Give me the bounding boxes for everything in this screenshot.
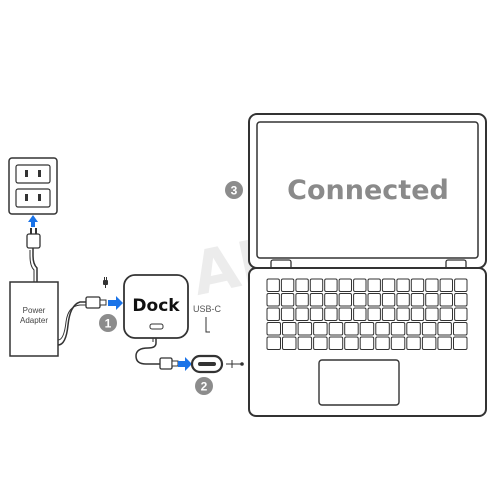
keyboard-key [280,293,295,307]
keyboard-key [396,278,410,292]
power-cable [57,296,107,346]
keyboard-key [295,307,309,321]
step-number-3: 3 [231,184,238,198]
keyboard-key [367,278,381,292]
keyboard-key [338,278,353,292]
laptop-icon [248,113,487,417]
keyboard-key [425,278,439,292]
keyboard-key [266,293,280,307]
keyboard-key [367,307,381,321]
keyboard-key [410,307,425,321]
keyboard-key [344,336,359,350]
keyboard-key [375,336,390,350]
keyboard-key [359,336,375,350]
keyboard-key [454,278,468,292]
keyboard-key [280,307,295,321]
keyboard-key [421,336,437,350]
power-adapter-label-line1: Power [23,306,46,315]
keyboard-key [437,322,452,336]
keyboard-key [353,293,367,307]
keyboard-key [324,293,338,307]
trackpad [318,359,400,406]
keyboard-key [396,307,410,321]
step-badge-1: 1 [99,314,117,332]
keyboard-key [425,307,439,321]
keyboard-key [295,278,309,292]
usb-c-label: USB-C [193,304,222,314]
keyboard-key [406,336,421,350]
dock-cable [135,338,179,370]
keyboard-key [353,278,367,292]
step-number-2: 2 [201,380,208,394]
keyboard-key [359,322,375,336]
keyboard-key [390,322,406,336]
keyboard-key [309,307,324,321]
keyboard-key [313,336,328,350]
keyboard-key [338,307,353,321]
keyboard-key [266,278,280,292]
keyboard-key [453,322,468,336]
keyboard-key [266,322,281,336]
wall-outlet-icon [8,157,58,215]
power-adapter-label-line2: Adapter [20,316,48,325]
keyboard-key [297,322,313,336]
keyboard-key [390,336,406,350]
power-plug-icon [103,277,108,288]
keyboard-key [266,307,280,321]
keyboard-key [410,278,425,292]
keyboard-key [421,322,437,336]
keyboard-key [375,322,390,336]
keyboard-key [367,293,381,307]
keyboard-key [454,293,468,307]
keyboard-key [295,293,309,307]
keyboard-key [439,307,454,321]
keyboard-key [324,307,338,321]
keyboard [266,278,468,350]
plug-icon [26,228,41,282]
keyboard-key [282,322,297,336]
keyboard-key [309,293,324,307]
keyboard-key [453,336,468,350]
keyboard-key [313,322,328,336]
dock-device: Dock [123,274,189,339]
keyboard-key [425,293,439,307]
keyboard-key [280,278,295,292]
keyboard-key [338,293,353,307]
usb-c-port: USB-C [190,304,244,374]
keyboard-key [328,336,344,350]
dock-label: Dock [132,296,180,316]
keyboard-key [328,322,344,336]
power-adapter: Power Adapter [9,281,59,357]
arrow-up-icon [28,215,38,227]
keyboard-key [282,336,297,350]
keyboard-key [381,293,396,307]
arrow-right-icon [178,357,192,371]
keyboard-key [266,336,281,350]
keyboard-key [344,322,359,336]
keyboard-key [297,336,313,350]
keyboard-key [309,278,324,292]
arrow-right-icon [108,296,123,310]
keyboard-key [406,322,421,336]
keyboard-key [396,293,410,307]
keyboard-key [439,278,454,292]
keyboard-key [324,278,338,292]
keyboard-key [381,307,396,321]
keyboard-key [439,293,454,307]
step-badge-3: 3 [225,181,243,199]
keyboard-key [381,278,396,292]
keyboard-key [437,336,452,350]
screen-label: Connected [287,175,449,206]
keyboard-key [454,307,468,321]
keyboard-key [353,307,367,321]
keyboard-key [410,293,425,307]
step-number-1: 1 [105,317,112,331]
step-badge-2: 2 [195,377,213,395]
